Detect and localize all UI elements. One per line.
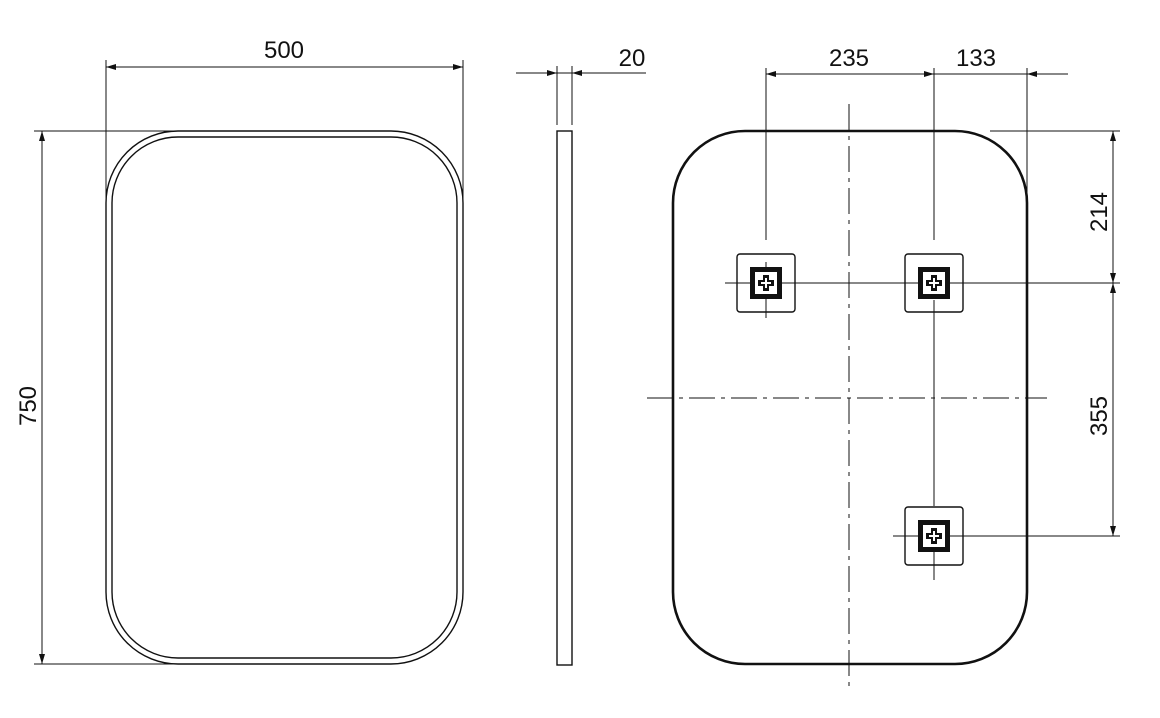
hanger-bracket-top-right <box>904 253 964 313</box>
mirror-side-profile <box>556 130 573 666</box>
back-view: 235 133 214 355 <box>647 45 1120 692</box>
side-view: 20 <box>516 45 646 666</box>
height-dimension-label: 750 <box>15 386 42 426</box>
edge-offset-label: 133 <box>956 45 996 72</box>
mirror-inner-outline <box>111 136 458 659</box>
hanger-spacing-label: 235 <box>829 45 869 72</box>
front-view: 500 750 <box>15 37 464 665</box>
mirror-outer-outline <box>105 130 464 665</box>
width-dimension-label: 500 <box>264 37 304 64</box>
depth-dimension-label: 20 <box>619 45 646 72</box>
top-offset-label: 214 <box>1086 192 1113 232</box>
hanger-bracket-top-left <box>736 253 796 313</box>
hanger-bracket-bottom <box>904 506 964 566</box>
vertical-spacing-label: 355 <box>1086 396 1113 436</box>
